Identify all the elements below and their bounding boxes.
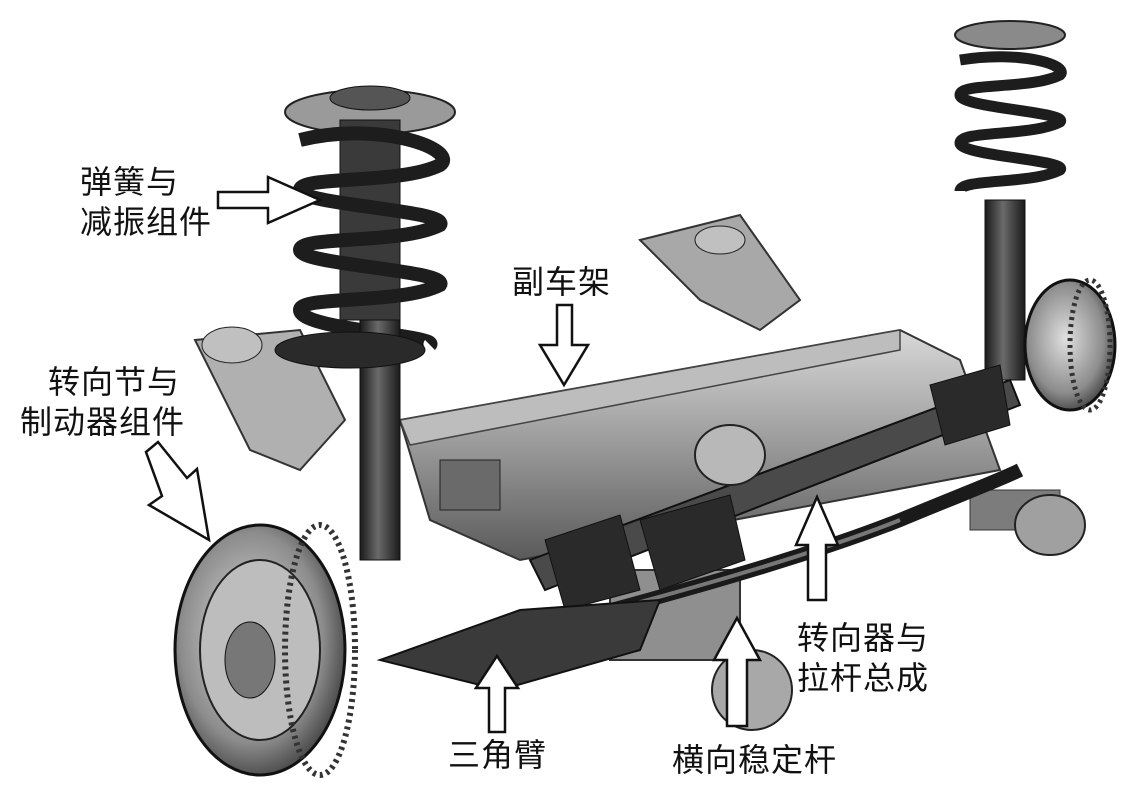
label-spring-damper-line2: 减振组件	[80, 203, 213, 241]
label-knuckle-brake-line2: 制动器组件	[20, 403, 186, 441]
control-arm	[376, 598, 662, 692]
arrow-stabilizer-bar	[711, 615, 763, 728]
label-spring-damper: 弹簧与 减振组件	[80, 162, 212, 242]
arrow-subframe	[537, 303, 591, 388]
label-spring-damper-line1: 弹簧与	[80, 163, 180, 201]
arrow-knuckle-brake	[144, 440, 211, 543]
right-brake-disc	[1023, 277, 1117, 413]
label-knuckle-brake: 转向节与 制动器组件	[20, 362, 185, 442]
left-spring-damper	[274, 85, 456, 561]
arrow-control-arm	[473, 653, 521, 734]
label-steering-gear-line1: 转向器与	[797, 619, 930, 657]
steering-rack	[528, 364, 1022, 611]
label-knuckle-brake-line1: 转向节与	[48, 363, 181, 401]
label-steering-gear: 转向器与 拉杆总成	[797, 618, 929, 698]
label-steering-gear-line2: 拉杆总成	[797, 659, 930, 697]
label-stabilizer-bar-line1: 横向稳定杆	[672, 741, 838, 779]
label-stabilizer-bar: 横向稳定杆	[672, 740, 837, 780]
label-subframe: 副车架	[512, 262, 611, 302]
label-subframe-line1: 副车架	[512, 263, 612, 301]
arrow-spring-damper	[216, 175, 324, 225]
label-control-arm-line1: 三角臂	[448, 736, 548, 774]
left-brake-disc	[173, 522, 358, 778]
right-spring-damper	[954, 20, 1067, 381]
arrow-steering-gear	[794, 493, 840, 602]
label-control-arm: 三角臂	[448, 735, 547, 775]
